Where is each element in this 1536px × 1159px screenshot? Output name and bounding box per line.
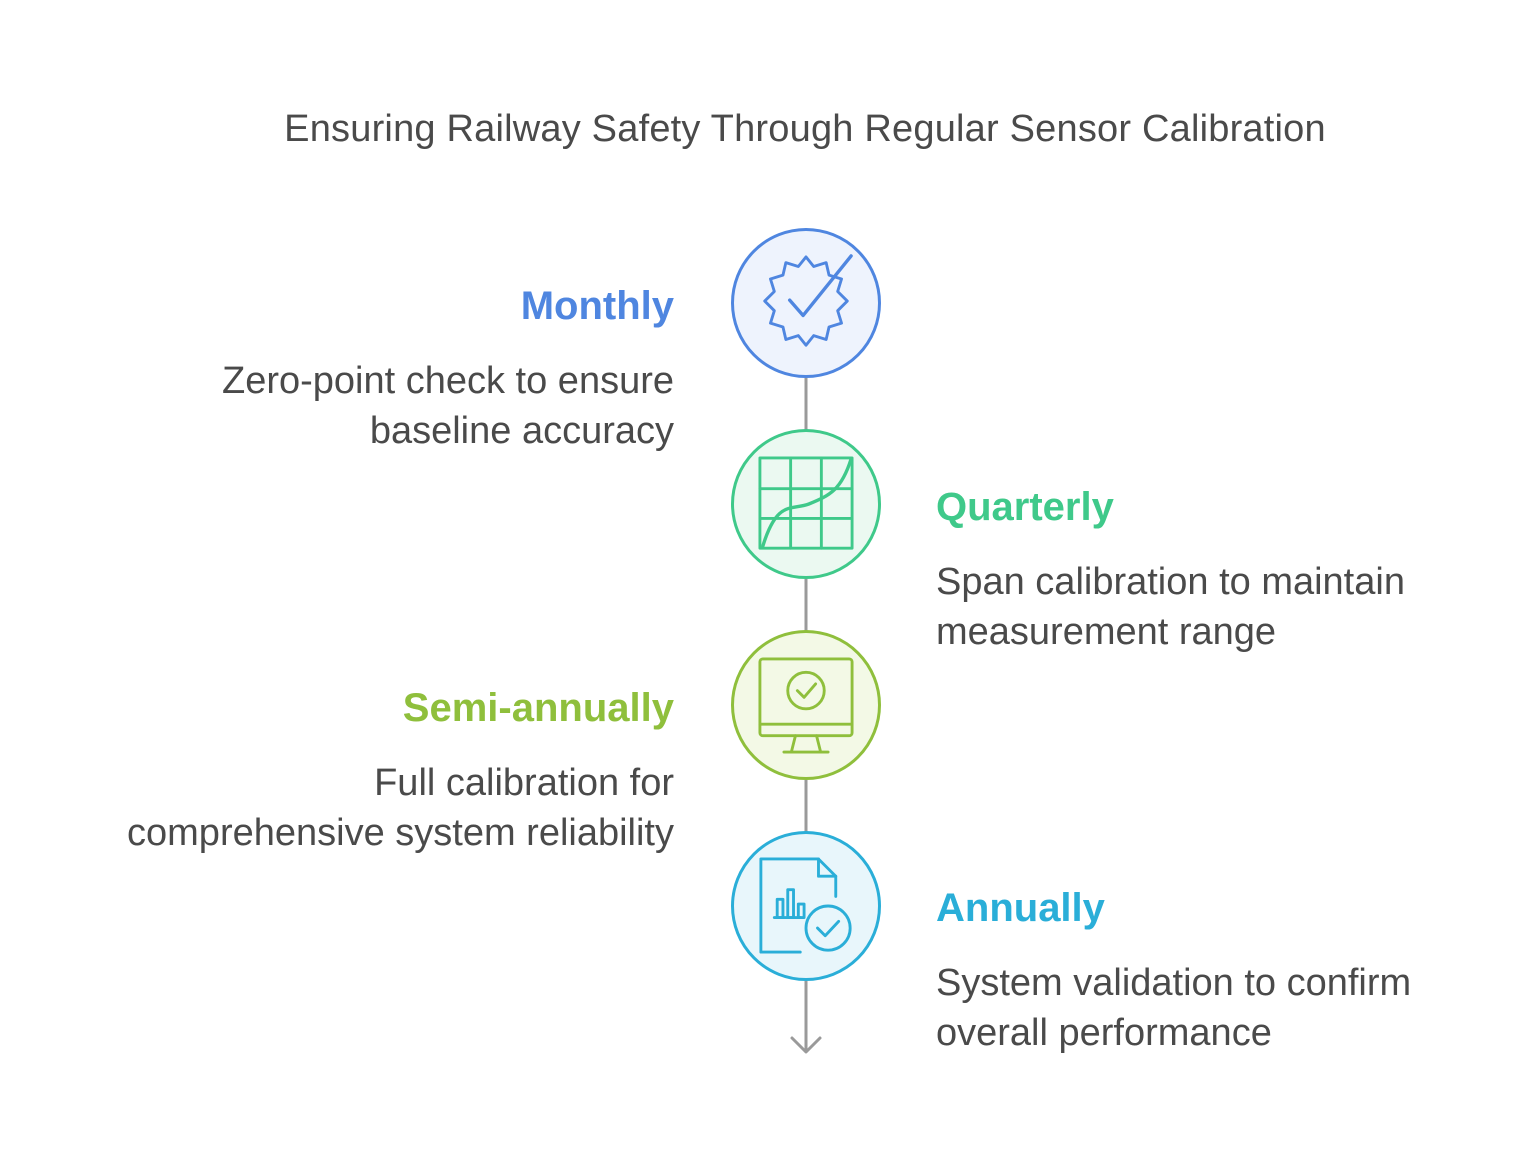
monitor-check-icon <box>758 657 854 754</box>
step-label-monthly: Monthly <box>520 284 674 328</box>
step-description-monthly: Zero-point check to ensure baseline accu… <box>222 356 674 456</box>
description-line: System validation to confirm <box>936 962 1412 1004</box>
description-line: comprehensive system reliability <box>127 812 674 854</box>
description-line: Zero-point check to ensure <box>221 360 674 402</box>
step-node-monthly <box>731 228 881 378</box>
diagram-title: Ensuring Railway Safety Through Regular … <box>284 108 1326 150</box>
description-line: measurement range <box>936 611 1277 653</box>
description-line: baseline accuracy <box>369 410 674 452</box>
step-description-annually: System validation to confirm overall per… <box>936 958 1411 1058</box>
report-check-icon <box>759 857 852 954</box>
step-node-quarterly <box>731 429 881 579</box>
step-description-quarterly: Span calibration to maintain measurement… <box>936 557 1405 657</box>
step-node-annually <box>731 831 881 981</box>
step-label-quarterly: Quarterly <box>936 485 1114 529</box>
step-node-semi-annually <box>731 630 881 780</box>
arrow-down-icon <box>790 1036 822 1054</box>
gear-check-icon <box>763 254 853 347</box>
calibration-curve-grid-icon <box>758 456 854 550</box>
description-line: Full calibration for <box>374 762 674 804</box>
step-label-semi-annually: Semi-annually <box>402 686 674 730</box>
description-line: overall performance <box>936 1012 1272 1054</box>
step-description-semi-annually: Full calibration for comprehensive syste… <box>127 758 674 858</box>
description-line: Span calibration to maintain <box>936 561 1405 603</box>
step-label-annually: Annually <box>936 886 1105 930</box>
